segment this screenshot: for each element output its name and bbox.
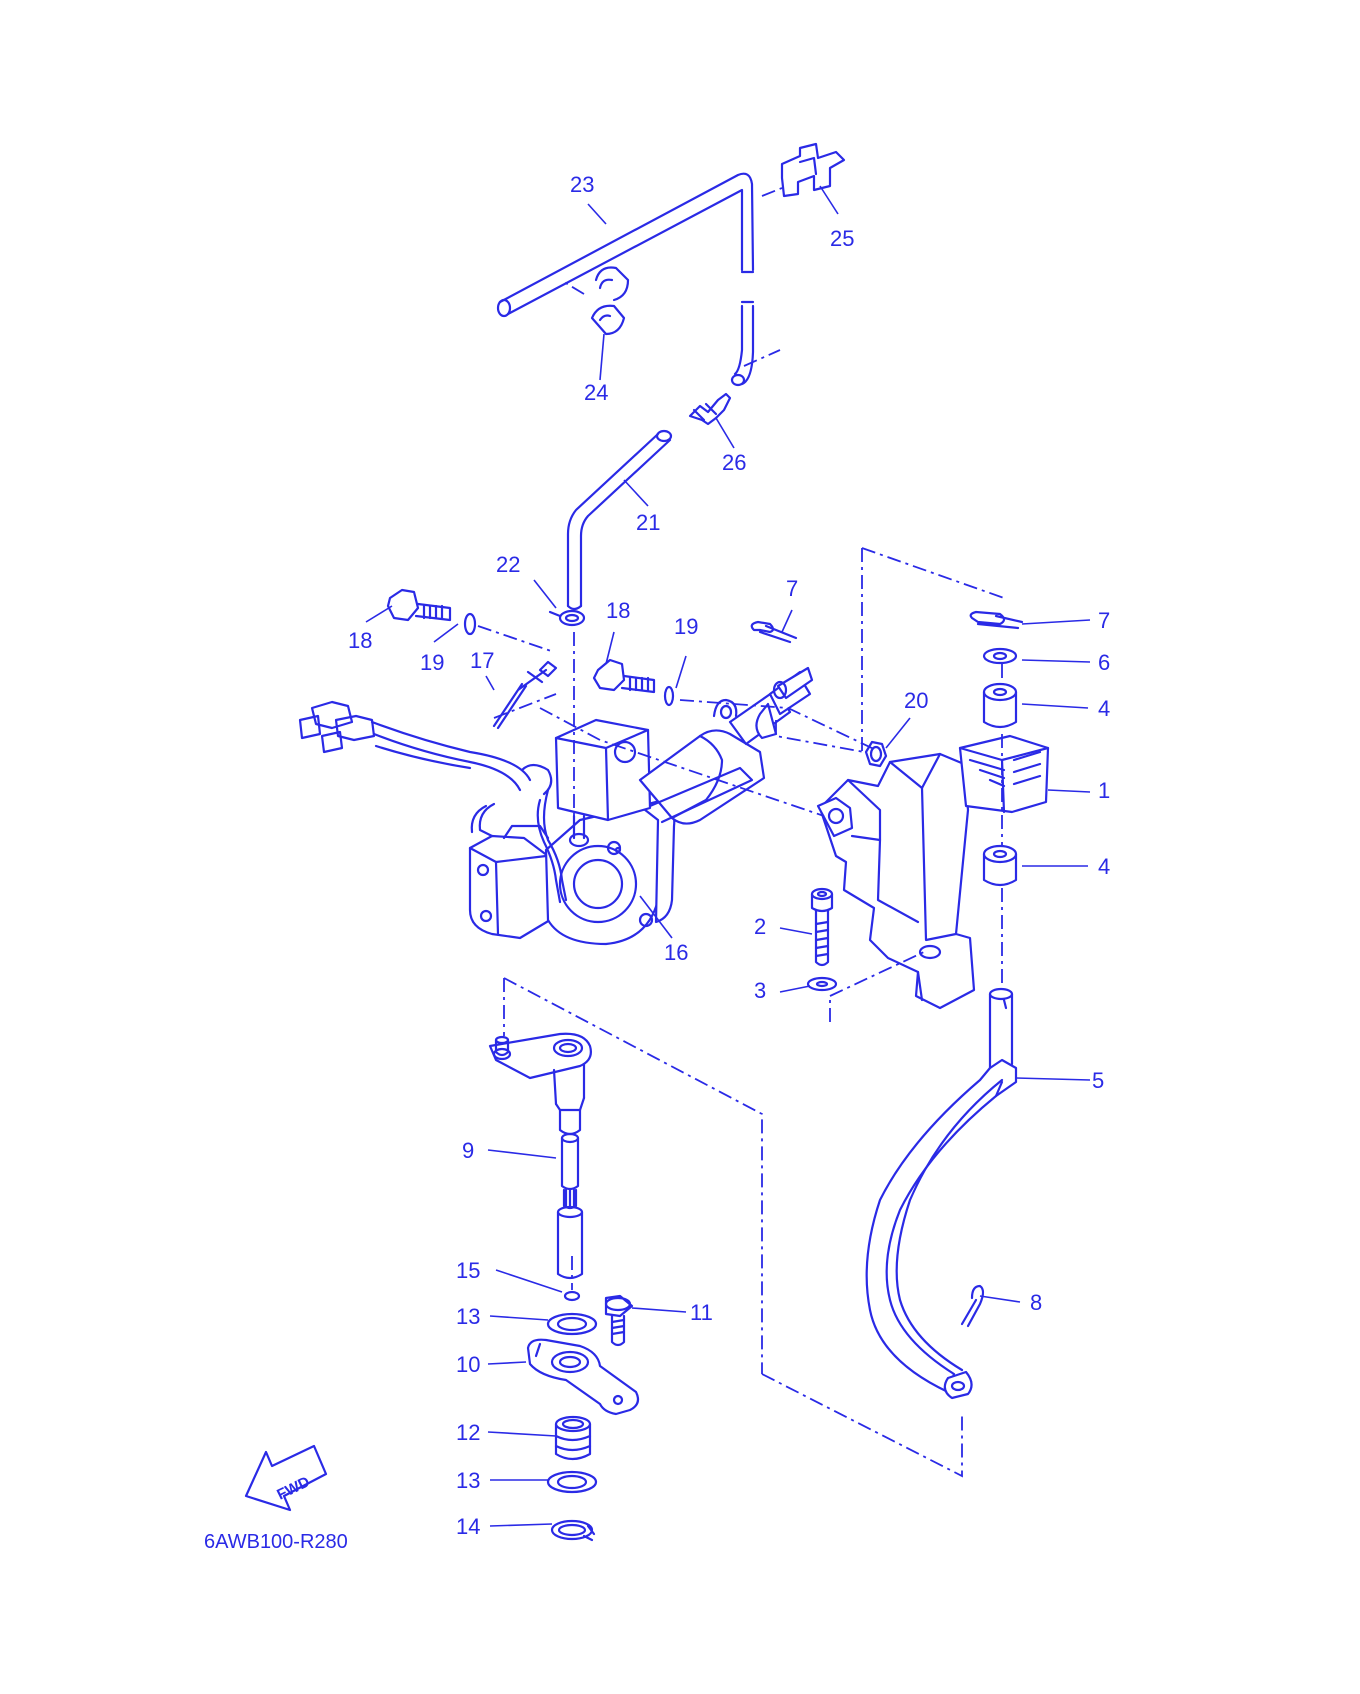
callout-7-right: 7 [1098,608,1110,633]
callout-10: 10 [456,1352,480,1377]
bracket-1 [816,734,1050,1010]
washer-19-left [463,612,477,636]
washer-13-top [546,1312,598,1336]
clip-8 [960,1284,985,1328]
bushing-12 [554,1415,592,1461]
callout-25: 25 [830,226,854,251]
bolt-18-left [386,588,452,622]
trim-unit-16 [298,666,814,946]
clip-25 [780,142,846,198]
callout-22: 22 [496,552,520,577]
callout-16: 16 [664,940,688,965]
pin-7-left [750,620,798,644]
callout-24: 24 [584,380,608,405]
joint-26 [688,392,732,426]
callout-8: 8 [1030,1290,1042,1315]
callout-17: 17 [470,648,494,673]
washer-3 [806,976,838,992]
callout-20: 20 [904,688,928,713]
bolt-11 [604,1294,634,1347]
bushing-20 [864,740,888,768]
callout-14: 14 [456,1514,480,1539]
callout-4-bottom: 4 [1098,854,1110,879]
bolt-18-right [592,658,656,694]
fwd-arrow-icon: FWD [244,1444,328,1512]
washer-13-bottom [546,1470,598,1494]
callout-15: 15 [456,1258,480,1283]
callout-18-left: 18 [348,628,372,653]
hose-21 [566,429,673,611]
callout-7-left: 7 [786,576,798,601]
callout-4-top: 4 [1098,696,1110,721]
circlip-14 [550,1519,596,1542]
callout-2: 2 [754,914,766,939]
washer-19-right [663,685,675,707]
callout-1: 1 [1098,778,1110,803]
callout-26: 26 [722,450,746,475]
assembly-lines [477,187,1005,1478]
hose-23 [496,172,755,387]
callout-11: 11 [690,1300,713,1325]
lever-5 [865,987,1018,1400]
callouts: 1 2 3 4 4 5 6 7 7 8 9 10 11 12 13 13 14 … [348,172,1110,1539]
bolt-17 [492,660,558,730]
bushing-4-bottom [982,844,1018,887]
callout-13-bottom: 13 [456,1468,480,1493]
callout-13-top: 13 [456,1304,480,1329]
diagram-code: 6AWB100-R280 [204,1531,348,1553]
washer-6 [982,647,1018,665]
pin-7-right [969,610,1024,630]
callout-6: 6 [1098,650,1110,675]
shaft-9 [556,1108,584,1280]
bushing-4-top [982,682,1018,729]
shaft-arm-upper [488,1032,592,1112]
clamp-22 [548,609,586,627]
callout-19-right: 19 [674,614,698,639]
callout-18-right: 18 [606,598,630,623]
arm-10 [526,1338,640,1416]
callout-12: 12 [456,1420,480,1445]
fwd-label: FWD [274,1473,312,1503]
o-ring-15 [563,1290,581,1302]
callout-23: 23 [570,172,594,197]
callout-5: 5 [1092,1068,1104,1093]
bolt-2 [810,887,834,967]
callout-21: 21 [636,510,660,535]
callout-9: 9 [462,1138,474,1163]
callout-3: 3 [754,978,766,1003]
callout-19-left: 19 [420,650,444,675]
hose-clip-24 [590,266,630,336]
leader-lines [365,185,1091,1527]
